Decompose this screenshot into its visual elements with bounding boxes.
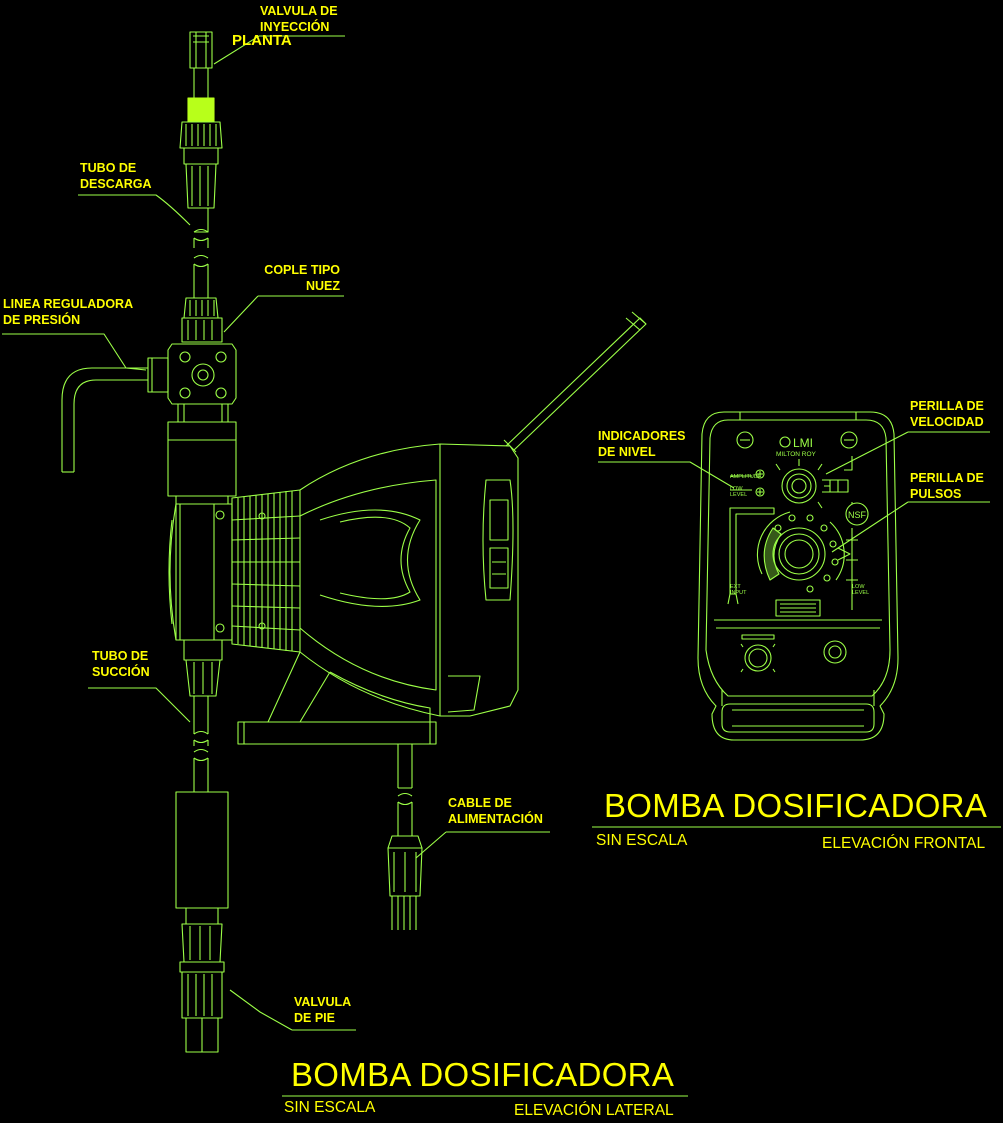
nut-coupling: [181, 297, 223, 343]
label-planta: PLANTA: [232, 32, 292, 49]
view-lateral: ELEVACIÓN LATERAL: [514, 1102, 674, 1119]
suction-tube: [183, 639, 223, 792]
scale-lateral: SIN ESCALA: [284, 1099, 376, 1116]
pump-head: [168, 503, 233, 641]
view-frontal: ELEVACIÓN FRONTAL: [822, 835, 986, 852]
svg-text:AMPLITUDE: AMPLITUDE: [730, 474, 762, 480]
svg-text:EXT: EXT: [730, 584, 741, 590]
panel-maker: MILTON ROY: [776, 451, 817, 458]
svg-text:INPUT: INPUT: [730, 590, 747, 596]
title-frontal: BOMBA DOSIFICADORA: [604, 787, 988, 824]
leader-lines: [2, 35, 1001, 1097]
svg-text:LEVEL: LEVEL: [852, 590, 869, 596]
svg-text:LOW: LOW: [730, 486, 743, 492]
foot-valve: [175, 791, 229, 1053]
motor-housing: [299, 311, 647, 717]
cooling-fins: [231, 489, 301, 653]
injection-valve: [179, 31, 223, 233]
panel-cert: NSF: [848, 510, 867, 520]
panel-brand: LMI: [793, 436, 813, 450]
pulsation-dampener: [167, 421, 237, 505]
pressure-regulator: [61, 343, 237, 473]
power-cable: [387, 744, 423, 930]
svg-text:LEVEL: LEVEL: [730, 492, 747, 498]
svg-text:LOW: LOW: [852, 584, 865, 590]
title-lateral: BOMBA DOSIFICADORA: [291, 1056, 675, 1093]
scale-frontal: SIN ESCALA: [596, 832, 688, 849]
pump-base: [237, 651, 437, 745]
front-panel: [697, 411, 899, 741]
